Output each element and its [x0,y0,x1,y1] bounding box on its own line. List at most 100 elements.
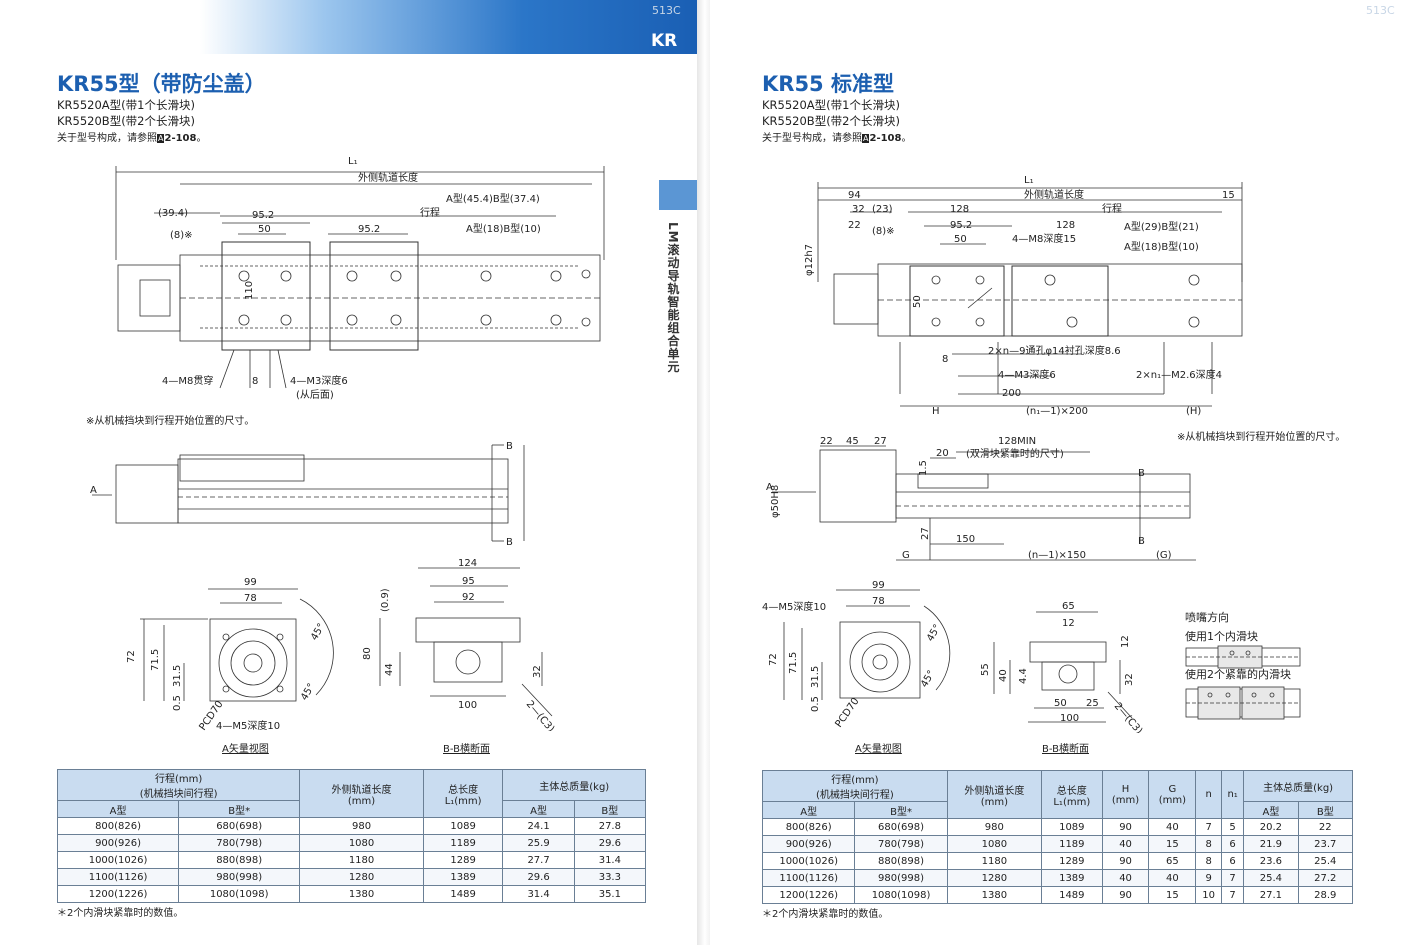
dimension-label: (从后面) [296,389,334,401]
table-cell: 31.4 [573,851,647,869]
table-cell: 28.9 [1297,886,1354,904]
reference-badge-icon: A [157,134,165,143]
dimension-label: 2×n—9通孔φ14衬孔深度8.6 [988,344,1121,357]
page-gutter [697,0,710,945]
table-cell: 29.6 [573,834,647,852]
table-cell: 1080(1098) [178,885,301,903]
dimension-label: 110 [244,281,255,300]
dimension-label: 44 [384,663,395,676]
table-cell: 40 [1101,869,1150,887]
dimension-label: (双滑块紧靠时的尺寸) [966,447,1064,460]
header-gradient-band [200,0,697,54]
table-cell: 1280 [946,869,1042,887]
table-cell: 10 [1195,886,1222,904]
table-cell: 800(826) [56,817,180,835]
dimension-label: 27 [874,436,887,447]
table-cell: 780(798) [854,835,948,853]
table-cell: 9 [1195,869,1222,887]
side-category-label: LM滚动导轨智能组合单元 [666,222,680,374]
table-cell: 90 [1101,852,1150,870]
dimension-label: 15 [1222,190,1235,201]
dimension-label: 22 [848,220,861,231]
dimension-label: 31.5 [172,665,183,687]
dimension-label: 8 [942,354,948,365]
reference-page: 2-108 [869,133,902,144]
reference-suffix: 。 [196,133,207,144]
dimension-label: 2×n₁—M2.6深度4 [1136,368,1222,381]
bb-section-drawing: 65 12 12 55 40 4.4 32 50 25 100 2—(C3) [980,598,1150,733]
table-cell: 1200(1226) [761,886,856,904]
a-vector-view-drawing: 99 78 72 71.5 31.5 0.5 45° 45° PCD70 4—M… [120,575,340,750]
table-cell: 20.2 [1243,818,1299,836]
dimension-label: 12 [1120,635,1131,648]
dimension-label: A [90,485,97,496]
table-footnote: ＊2个内滑块紧靠时的数值。 [762,909,889,920]
header-stroke: 行程(mm)(机械挡块间行程) [762,770,948,802]
dimension-label: B [1138,536,1145,547]
table-cell: 5 [1220,818,1245,836]
dimension-label: 22 [820,436,833,447]
dimension-label: 78 [872,596,885,607]
dimension-label: A型(45.4)B型(37.4) [446,192,540,205]
table-cell: 1289 [1040,852,1103,870]
dimension-label: 45° [919,669,937,690]
page-title: KR55型（带防尘盖） [57,72,266,96]
model-subtitle-b: KR5520B型(带2个长滑块) [762,114,900,128]
left-catalog-page: 513C KR LM滚动导轨智能组合单元 KR55型（带防尘盖） KR5520A… [0,0,697,945]
page-title: KR55 标准型 [762,72,894,96]
right-catalog-page: 513C KR55 标准型 KR5520A型(带1个长滑块) KR5520B型(… [710,0,1405,945]
header-mass: 主体总质量(kg) [1243,770,1353,802]
dimension-label: 0.5 [172,695,183,711]
dimension-label: L₁ [1024,175,1034,186]
table-cell: 1089 [1040,818,1103,836]
header-g: G(mm) [1148,770,1197,819]
dimension-label: 100 [1060,713,1079,724]
table-cell: 1000(1026) [56,851,180,869]
dimension-label: 100 [458,700,477,711]
header-mass-a: A型 [502,800,575,818]
a-vector-view-caption: A矢量视图 [855,744,902,755]
dimension-label: 4—M3深度6 [998,368,1056,381]
table-cell: 7 [1220,869,1245,887]
nozzle-two-slider-label: 使用2个紧靠的内滑块 [1185,668,1291,681]
plan-view-drawing: L₁ 94 外侧轨道长度 15 32 (23) 128 行程 22 (8)※ 9… [802,172,1262,422]
dimension-label: 45 [846,436,859,447]
dimension-label: 92 [462,592,475,603]
table-cell: 880(898) [178,851,301,869]
dimension-label: 45° [309,622,327,643]
bb-section-drawing: 124 95 92 (0.9) 80 44 32 100 2—(C3) [356,556,576,731]
header-mass-b: B型 [573,800,647,818]
dimension-label: 8 [252,376,258,387]
dimension-label: 4—M5深度10 [762,600,826,613]
table-cell: 1089 [422,817,504,835]
table-cell: 800(826) [761,818,856,836]
dimension-label: (8)※ [872,226,895,237]
dimension-label: 4—M3深度6 [290,374,348,387]
dimension-label: (n₁—1)×200 [1026,406,1088,417]
dimension-label: 72 [126,650,137,663]
model-reference-note: 关于型号构成，请参照A2-108。 [57,129,206,144]
a-vector-view-drawing: 4—M5深度10 99 78 72 71.5 31.5 0.5 45° 45° … [760,578,970,743]
plan-view-drawing: L₁ 外侧轨道长度 A型(45.4)B型(37.4) 行程 (39.4) (8)… [100,150,620,410]
header-type-b: B型* [854,801,948,819]
dimension-label: 71.5 [150,649,161,671]
dimension-label: 45° [299,682,317,703]
table-cell: 1080 [299,834,424,852]
table-cell: 980 [299,817,424,835]
dimension-label: A型(29)B型(21) [1124,220,1199,233]
table-cell: 1280 [299,868,424,886]
reference-page: 2-108 [164,133,197,144]
table-cell: 8 [1195,835,1222,853]
dimension-label: 20 [936,448,949,459]
dimension-label: (39.4) [158,208,188,219]
table-cell: 680(698) [178,817,301,835]
stroke-note: ※从机械挡块到行程开始位置的尺寸。 [86,416,255,427]
table-cell: 21.9 [1243,835,1299,853]
nozzle-one-slider-label: 使用1个内滑块 [1185,630,1258,643]
